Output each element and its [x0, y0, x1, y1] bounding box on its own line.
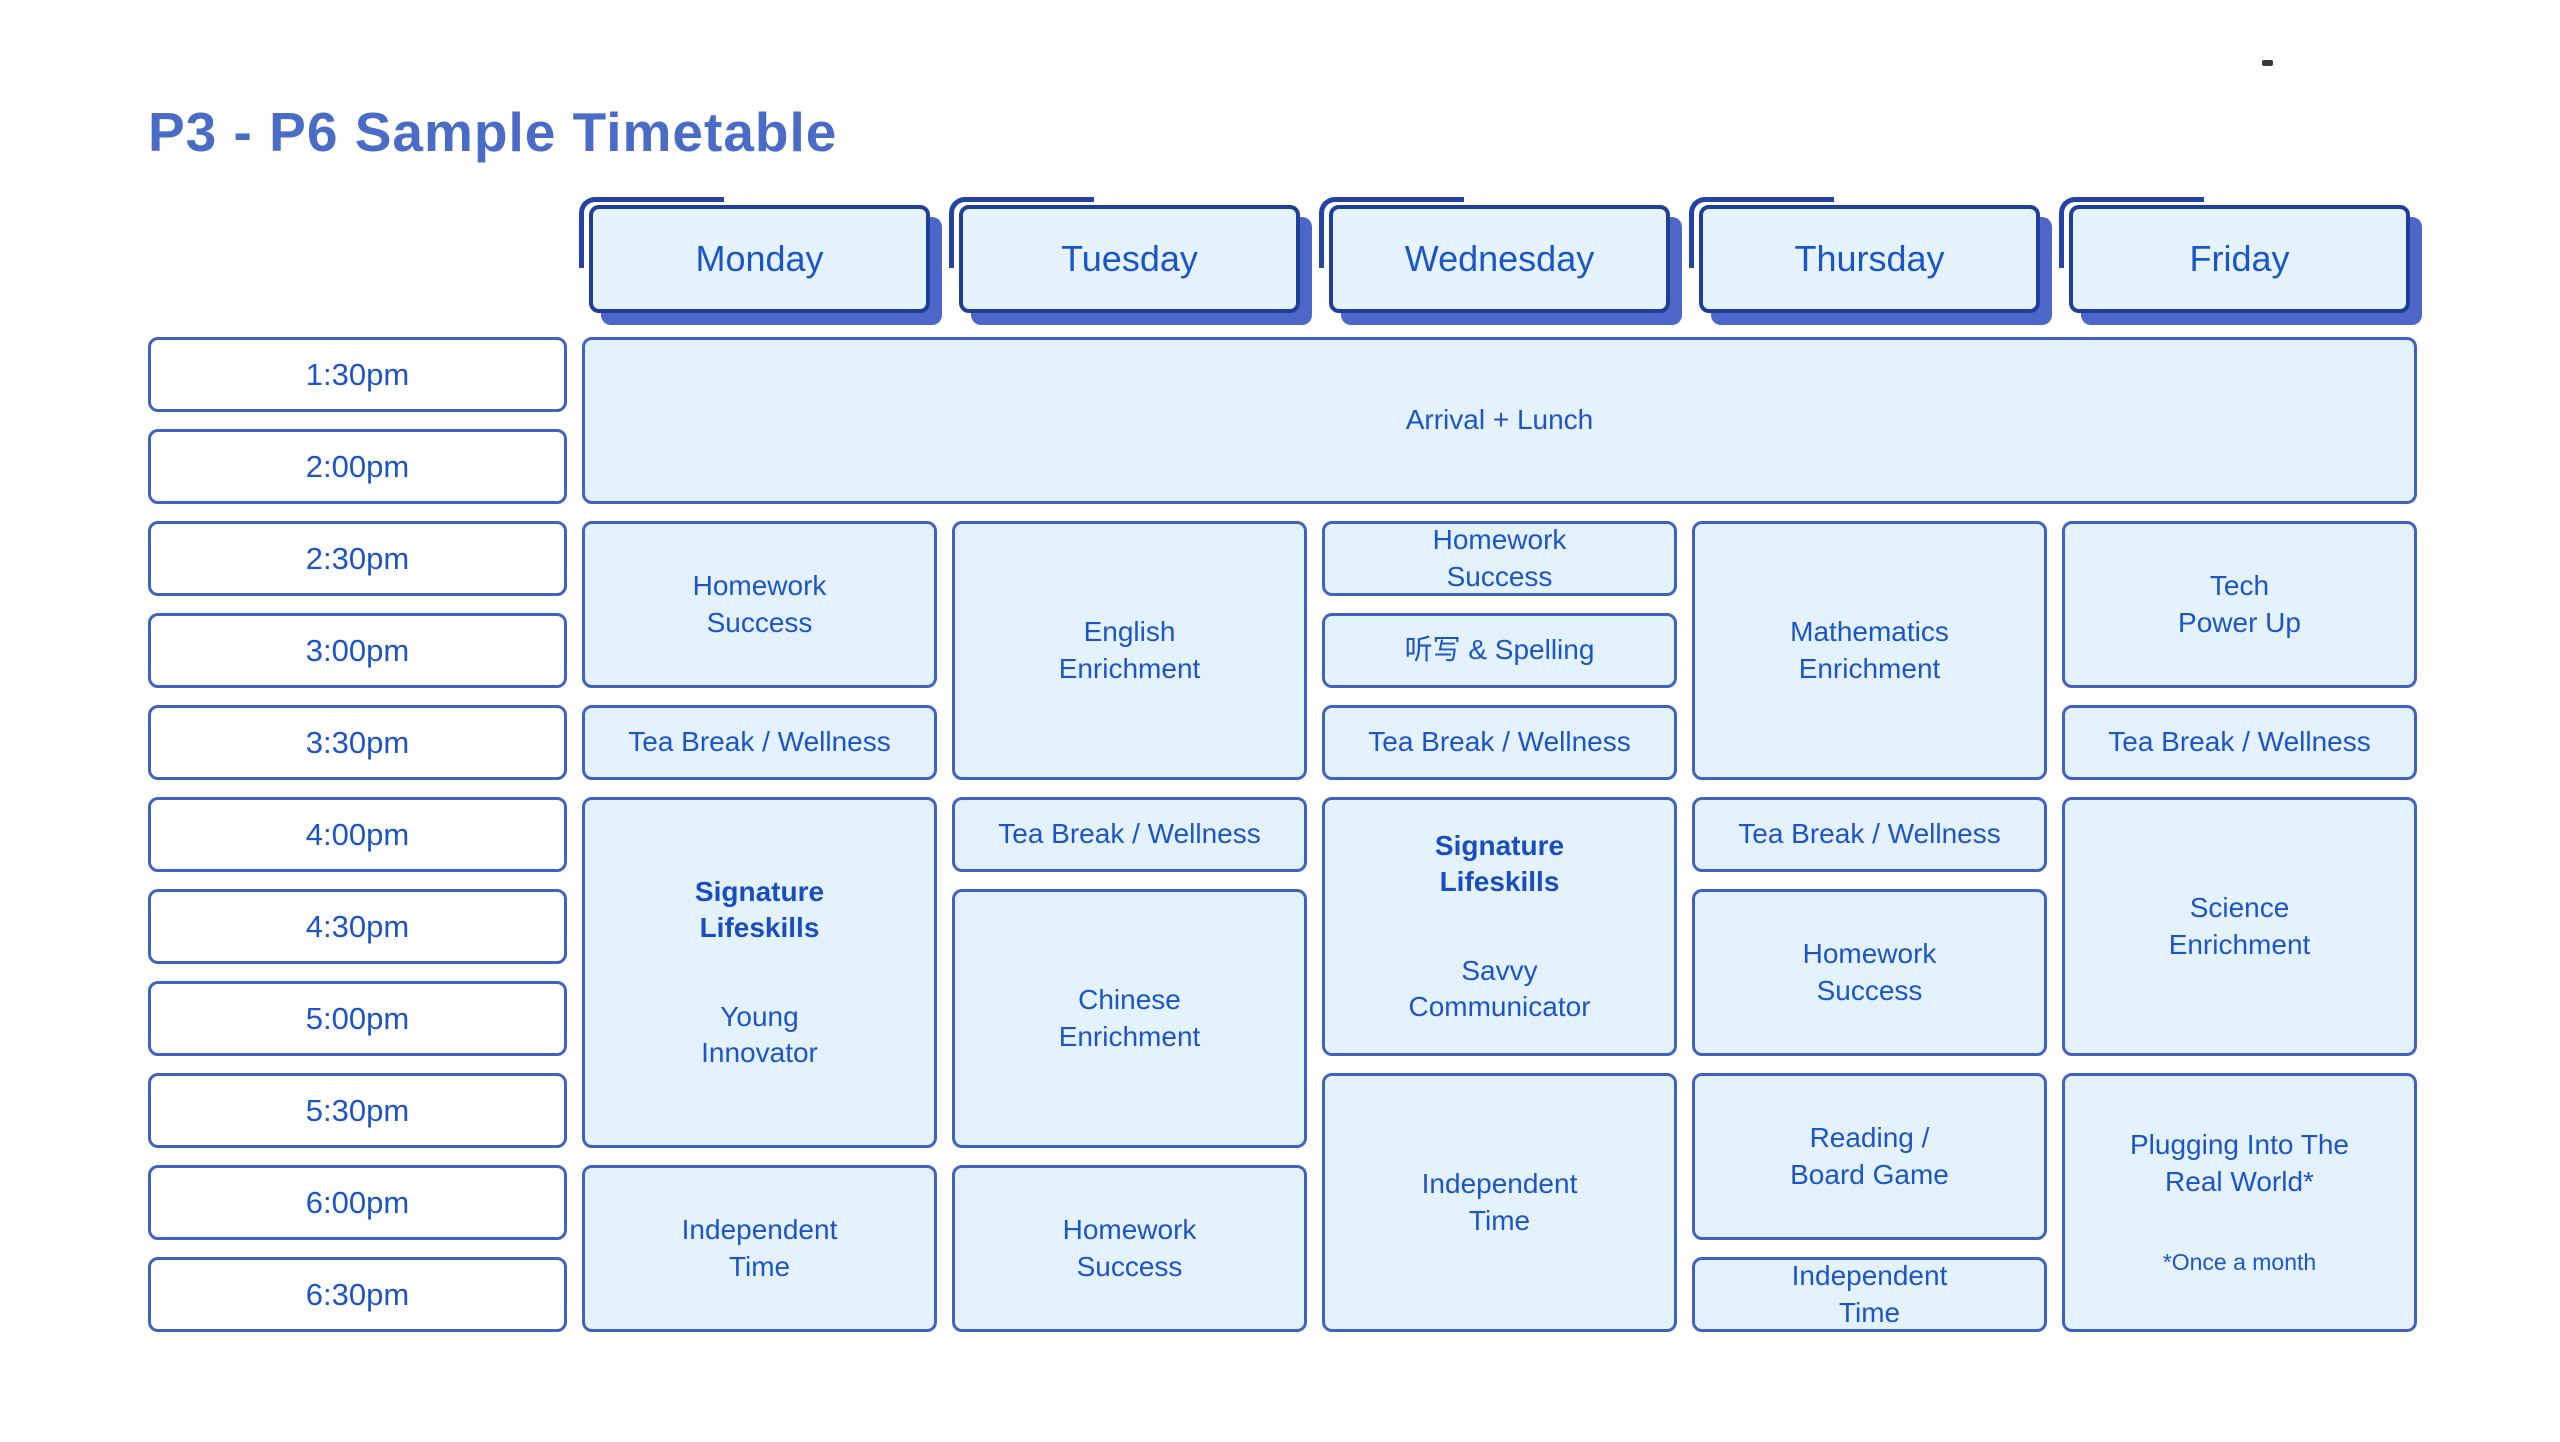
event-tea-break-wellness: Tea Break / Wellness [582, 705, 937, 780]
time-label-4-00pm: 4:00pm [148, 797, 567, 872]
event-tea-break-wellness: Tea Break / Wellness [2062, 705, 2417, 780]
day-header-wednesday: Wednesday [1319, 197, 1670, 313]
time-label-2-30pm: 2:30pm [148, 521, 567, 596]
event-label: Tea Break / Wellness [628, 726, 891, 758]
event-label: Arrival + Lunch [1405, 404, 1594, 436]
event-label: Mathematics Enrichment [1790, 616, 1949, 684]
event-independent-time: Independent Time [1322, 1073, 1677, 1332]
day-header-thursday: Thursday [1689, 197, 2040, 313]
event-arrival-lunch: Arrival + Lunch [582, 337, 2417, 504]
event-science-enrichment: Science Enrichment [2062, 797, 2417, 1056]
event-homework-success: Homework Success [582, 521, 937, 688]
time-label-1-30pm: 1:30pm [148, 337, 567, 412]
event-title: Signature Lifeskills [694, 875, 825, 944]
time-label-2-00pm: 2:00pm [148, 429, 567, 504]
event-homework-success: Homework Success [1322, 521, 1677, 596]
time-label-5-30pm: 5:30pm [148, 1073, 567, 1148]
event-tech-power-up: Tech Power Up [2062, 521, 2417, 688]
event-label: Tech Power Up [2178, 570, 2301, 638]
event-homework-success: Homework Success [952, 1165, 1307, 1332]
time-label-6-30pm: 6:30pm [148, 1257, 567, 1332]
event-label: Homework Success [1062, 1214, 1197, 1282]
event-independent-time: Independent Time [582, 1165, 937, 1332]
event-spelling: 听写 & Spelling [1322, 613, 1677, 688]
event-label: Reading / Board Game [1790, 1122, 1949, 1190]
event-tea-break-wellness: Tea Break / Wellness [1692, 797, 2047, 872]
day-header-friday: Friday [2059, 197, 2410, 313]
event-label: Independent Time [681, 1214, 838, 1282]
event-plugging-into-the-real-world: Plugging Into The Real World* *Once a mon… [2062, 1073, 2417, 1332]
time-label-4-30pm: 4:30pm [148, 889, 567, 964]
event-label: 听写 & Spelling [1404, 634, 1595, 666]
event-homework-success: Homework Success [1692, 889, 2047, 1056]
event-label: Tea Break / Wellness [2108, 726, 2371, 758]
event-mathematics-enrichment: Mathematics Enrichment [1692, 521, 2047, 780]
event-label: Tea Break / Wellness [1738, 818, 2001, 850]
event-english-enrichment: English Enrichment [952, 521, 1307, 780]
event-label: Tea Break / Wellness [998, 818, 1261, 850]
event-title: Signature Lifeskills [1434, 829, 1565, 898]
event-label: Independent Time [1791, 1260, 1948, 1328]
event-tea-break-wellness: Tea Break / Wellness [952, 797, 1307, 872]
time-label-6-00pm: 6:00pm [148, 1165, 567, 1240]
event-label: Independent Time [1421, 1168, 1578, 1236]
event-tea-break-wellness: Tea Break / Wellness [1322, 705, 1677, 780]
event-label: Tea Break / Wellness [1368, 726, 1631, 758]
time-label-5-00pm: 5:00pm [148, 981, 567, 1056]
event-label: Young Innovator [701, 1000, 818, 1068]
event-label: Science Enrichment [2168, 892, 2311, 960]
event-reading-board-game: Reading / Board Game [1692, 1073, 2047, 1240]
event-chinese-enrichment: Chinese Enrichment [952, 889, 1307, 1148]
time-label-3-30pm: 3:30pm [148, 705, 567, 780]
event-label: Savvy Communicator [1408, 954, 1591, 1022]
event-footnote: *Once a month [2162, 1248, 2317, 1275]
time-label-3-00pm: 3:00pm [148, 613, 567, 688]
page-title: P3 - P6 Sample Timetable [148, 101, 838, 163]
day-header-monday: Monday [579, 197, 930, 313]
event-label: Homework Success [692, 570, 827, 638]
event-label: English Enrichment [1058, 616, 1201, 684]
event-label: Homework Success [1802, 938, 1937, 1006]
event-label: Plugging Into The Real World* [2130, 1129, 2349, 1197]
event-label: Homework Success [1432, 524, 1567, 592]
window-artifact-dash [2262, 60, 2273, 66]
event-label: Chinese Enrichment [1058, 984, 1201, 1052]
day-header-tuesday: Tuesday [949, 197, 1300, 313]
event-independent-time: Independent Time [1692, 1257, 2047, 1332]
